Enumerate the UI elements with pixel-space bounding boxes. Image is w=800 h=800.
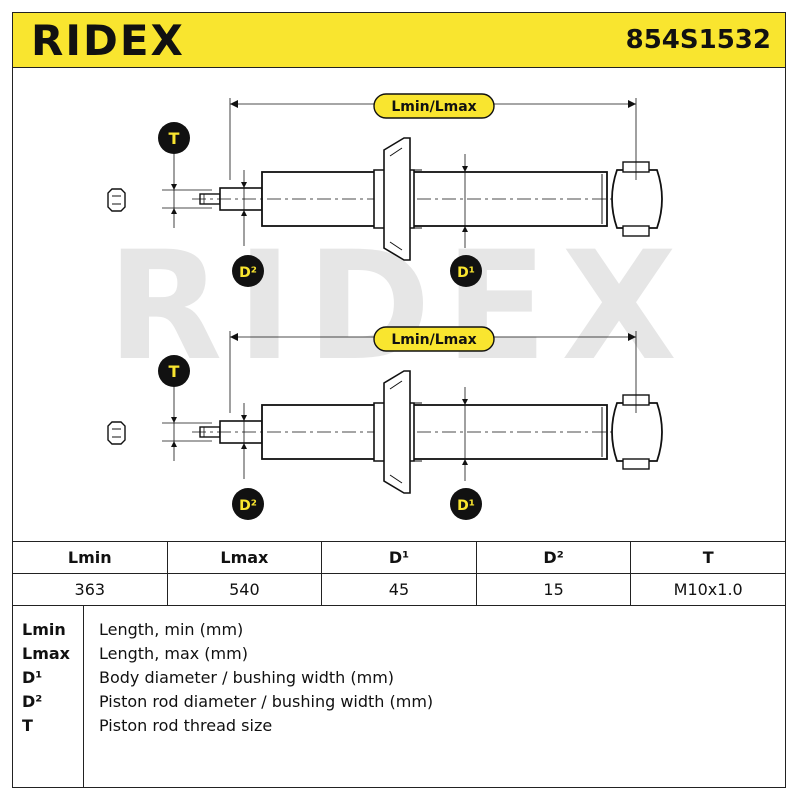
- legend-key: Lmin: [22, 620, 66, 639]
- legend-text: Piston rod thread size: [99, 716, 273, 735]
- spec-value-d2: 15: [475, 573, 632, 606]
- spec-value-lmin: 363: [12, 573, 168, 606]
- spec-header-lmax: Lmax: [166, 541, 323, 574]
- spec-value-d1: 45: [321, 573, 477, 606]
- shock-absorber-diagram: RIDEX: [107, 93, 677, 520]
- legend-row: D¹ Body diameter / bushing width (mm): [12, 666, 786, 690]
- thread-badge-bottom: T: [169, 362, 180, 381]
- legend-key: Lmax: [22, 644, 70, 663]
- spec-header-d2: D²: [475, 541, 632, 574]
- legend-key: D²: [22, 692, 43, 711]
- spec-value-t: M10x1.0: [630, 573, 786, 606]
- length-label-top: Lmin/Lmax: [391, 99, 476, 115]
- header-bar: RIDEX 854S1532: [12, 12, 786, 68]
- spec-value-row: 363 540 45 15 M10x1.0: [12, 573, 786, 606]
- shock-absorber-bottom: Lmin/Lmax T D² D¹: [107, 326, 663, 520]
- legend-key: T: [22, 716, 33, 735]
- body-badge-top: D¹: [457, 265, 475, 281]
- spec-header-d1: D¹: [321, 541, 477, 574]
- legend-text: Length, max (mm): [99, 644, 248, 663]
- legend-row: Lmax Length, max (mm): [12, 642, 786, 666]
- spec-table: Lmin Lmax D¹ D² T 363 540 45 15 M10x1.0: [12, 541, 786, 606]
- spec-value-lmax: 540: [166, 573, 323, 606]
- content-frame: [12, 68, 786, 788]
- rod-badge-top: D²: [239, 265, 257, 281]
- legend-text: Length, min (mm): [99, 620, 244, 639]
- legend-divider: [83, 606, 84, 788]
- spec-header-lmin: Lmin: [12, 541, 168, 574]
- legend-row: D² Piston rod diameter / bushing width (…: [12, 690, 786, 714]
- legend-key: D¹: [22, 668, 43, 687]
- legend-row: Lmin Length, min (mm): [12, 618, 786, 642]
- body-badge-bottom: D¹: [457, 498, 475, 514]
- length-label-bottom: Lmin/Lmax: [391, 332, 476, 348]
- legend-text: Body diameter / bushing width (mm): [99, 668, 395, 687]
- part-number: 854S1532: [625, 25, 771, 55]
- rod-badge-bottom: D²: [239, 498, 257, 514]
- spec-header-row: Lmin Lmax D¹ D² T: [12, 541, 786, 574]
- legend-text: Piston rod diameter / bushing width (mm): [99, 692, 434, 711]
- legend: Lmin Length, min (mm) Lmax Length, max (…: [12, 606, 786, 788]
- legend-row: T Piston rod thread size: [12, 714, 786, 738]
- thread-badge-top: T: [169, 129, 180, 148]
- spec-header-t: T: [630, 541, 786, 574]
- brand-logo: RIDEX: [31, 16, 185, 65]
- shock-absorber-top: Lmin/Lmax T D² D¹: [107, 93, 663, 287]
